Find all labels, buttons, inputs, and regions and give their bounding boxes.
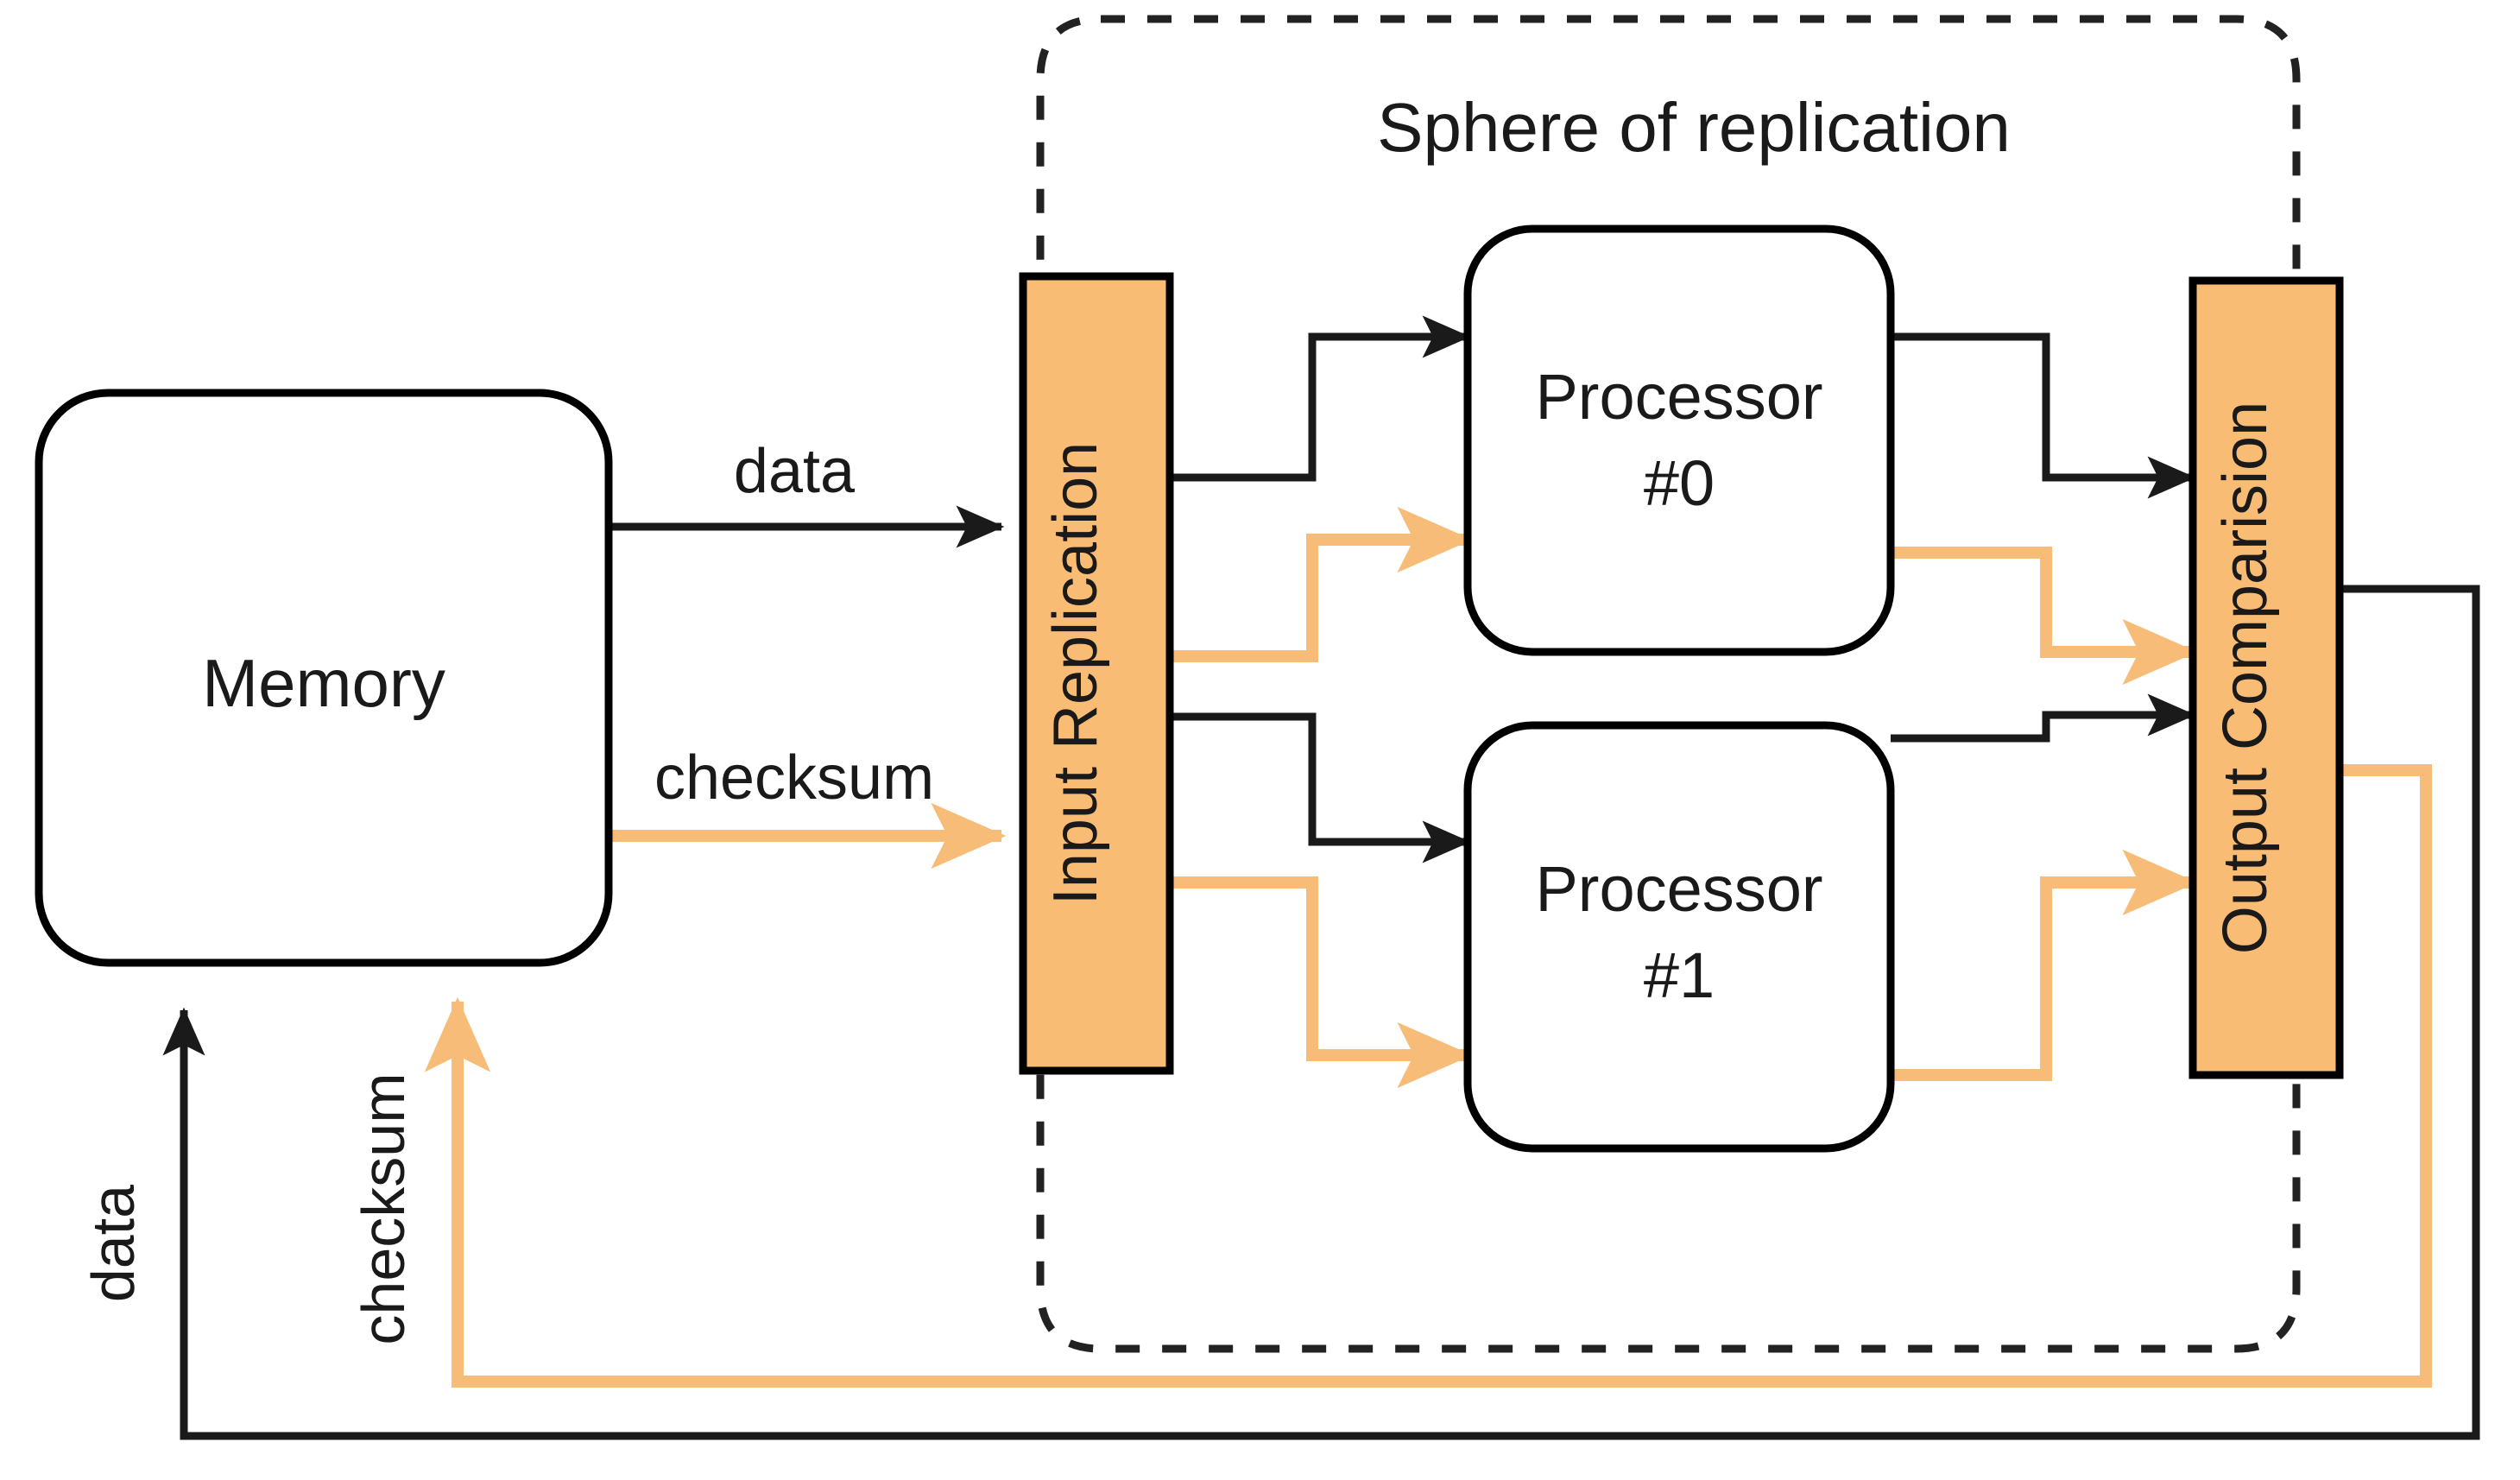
node-memory[interactable] [35, 389, 613, 967]
edge-input-to-proc0-checksum [1170, 506, 1473, 662]
node-memory-label: Memory [202, 645, 445, 721]
edge-input-to-proc0-data [1170, 315, 1471, 482]
edge-proc0-to-output-data [1891, 332, 2196, 499]
node-input-replication[interactable] [1019, 272, 1174, 1075]
node-input-replication-label: Input Replication [1041, 442, 1110, 905]
edge-input-to-proc1-data [1170, 712, 1471, 863]
edge-label-data-return: data [79, 1185, 147, 1302]
node-output-comparision[interactable] [2188, 276, 2344, 1079]
node-processor-1-label-line1: Processor [1535, 853, 1822, 925]
sphere-of-replication-boundary [1036, 15, 2301, 1353]
edge-output-to-memory-data [162, 585, 2480, 1440]
edge-proc1-to-output-checksum [1891, 849, 2198, 1081]
node-processor-0-label-line2: #0 [1644, 447, 1715, 519]
edge-label-data-out: data [734, 437, 856, 506]
sphere-of-replication-title: Sphere of replication [1377, 89, 2011, 166]
edge-label-checksum-out: checksum [654, 743, 934, 813]
node-processor-1[interactable] [1463, 721, 1895, 1153]
node-processor-0[interactable] [1463, 225, 1895, 656]
node-processor-0-label-line1: Processor [1535, 361, 1822, 433]
edge-input-to-proc1-checksum [1170, 876, 1473, 1089]
edge-label-checksum-return: checksum [350, 1072, 417, 1344]
edge-proc1-to-output-data [1891, 693, 2196, 743]
edge-output-to-memory-checksum [424, 764, 2432, 1388]
edge-proc0-to-output-checksum [1891, 547, 2198, 686]
node-processor-1-label-line2: #1 [1644, 939, 1715, 1011]
node-output-comparision-label: Output Comparision [2211, 402, 2280, 954]
